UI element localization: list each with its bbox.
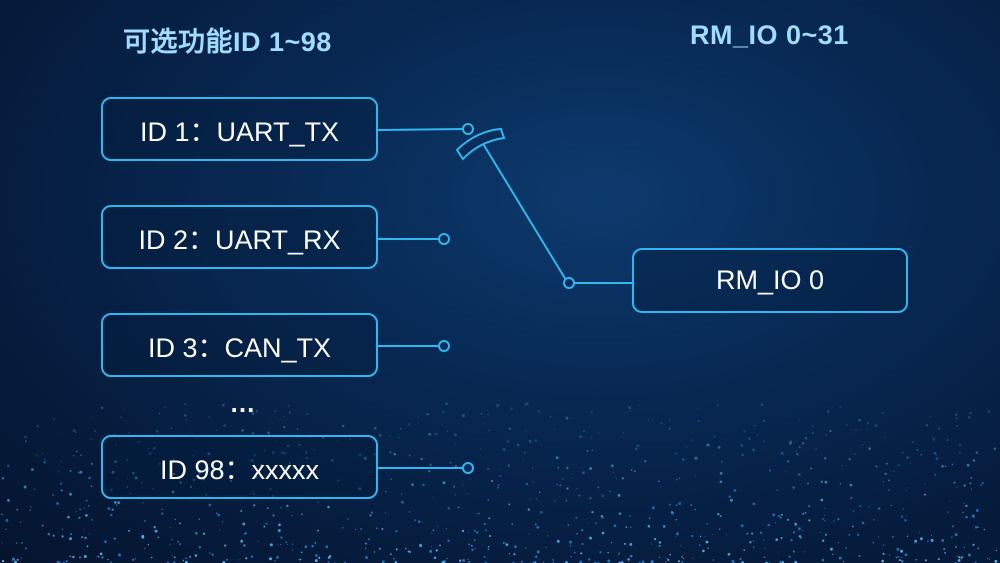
terminal-uart-rx — [438, 233, 450, 245]
function-label: ID 98：xxxxx — [159, 454, 320, 485]
function-box-can-tx[interactable]: ID 3：CAN_TX — [101, 313, 378, 377]
function-label: ID 3：CAN_TX — [147, 332, 332, 363]
function-box-uart-tx[interactable]: ID 1：UART_TX — [101, 97, 378, 161]
terminal-uart-tx — [462, 123, 474, 135]
ellipsis: … — [229, 388, 257, 418]
function-box-uart-rx[interactable]: ID 2：UART_RX — [101, 205, 378, 269]
switch-contact — [455, 127, 506, 161]
switch-pivot — [563, 277, 575, 289]
wire-uart-tx — [377, 128, 465, 131]
terminal-id-98 — [462, 462, 474, 474]
switch-arm — [481, 141, 567, 281]
rm-io-box[interactable]: RM_IO 0 — [632, 248, 908, 313]
rm-io-label: RM_IO 0 — [715, 265, 825, 295]
functions-heading: 可选功能ID 1~98 — [123, 27, 332, 57]
function-label: ID 2：UART_RX — [138, 224, 341, 255]
terminal-can-tx — [438, 340, 450, 352]
function-label: ID 1：UART_TX — [139, 116, 340, 147]
function-box-id-98[interactable]: ID 98：xxxxx — [101, 435, 378, 499]
rm-io-heading: RM_IO 0~31 — [690, 20, 849, 50]
